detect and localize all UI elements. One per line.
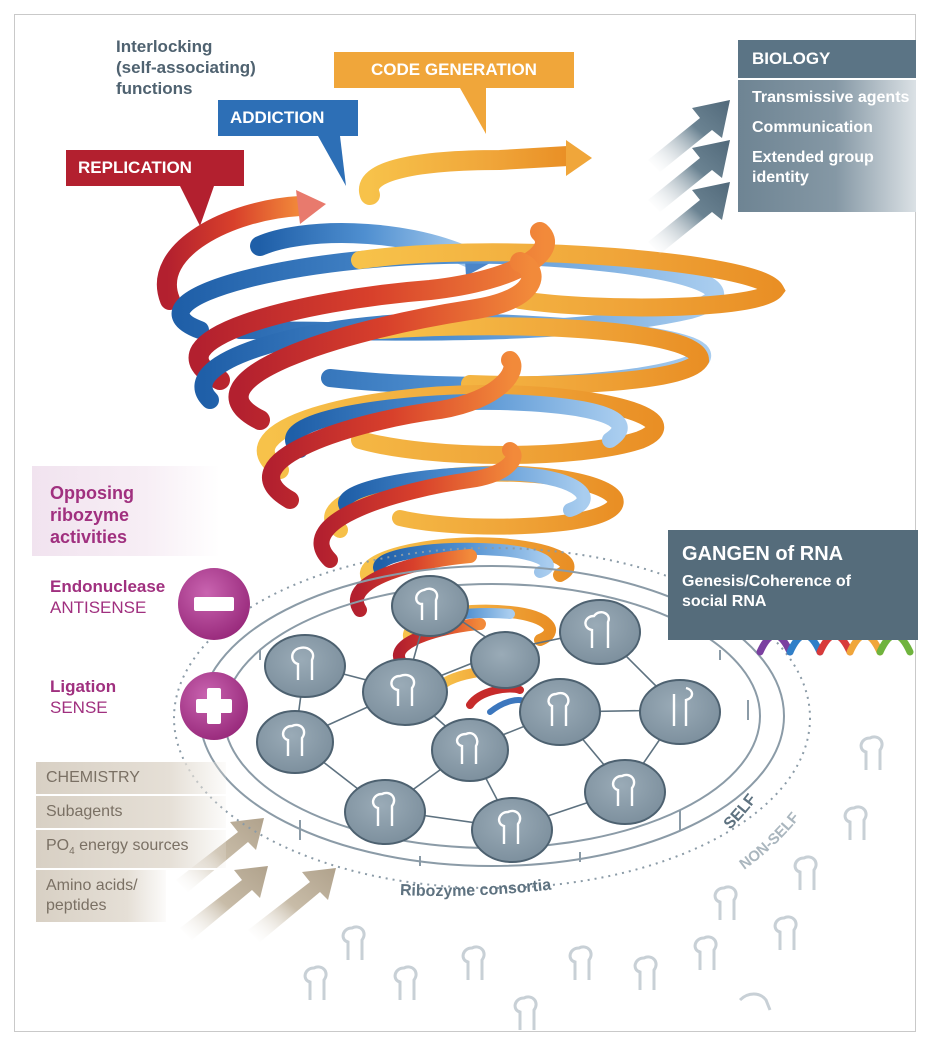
replication-ribbon-top (157, 196, 310, 310)
consortia-outer-dotted-ring (173, 547, 811, 889)
chemistry-item-subagents: Subagents (36, 796, 226, 830)
opposing-activities-heading: Opposing ribozyme activities (32, 466, 220, 556)
non-self-label: NON-SELF (736, 809, 802, 873)
ligation-label: Ligation (50, 677, 117, 696)
ligation-label-group: Ligation SENSE (50, 676, 116, 718)
ribozyme-node (519, 678, 601, 746)
gangen-subtitle: Genesis/Coherence of social RNA (682, 573, 851, 610)
energy-sources-text: energy sources (74, 837, 189, 854)
code-generation-arrowhead (566, 140, 592, 176)
ribozyme-node (391, 575, 469, 637)
replication-tag: REPLICATION (66, 150, 244, 186)
antisense-minus-button (178, 568, 250, 640)
ribozyme-nodes (256, 575, 721, 863)
biology-items: Transmissive agents Communication Extend… (738, 80, 916, 212)
code-generation-ribbon-top (359, 146, 578, 205)
sense-label: SENSE (50, 698, 108, 717)
biology-item-communication: Communication (752, 119, 873, 136)
biology-title: BIOLOGY (738, 40, 916, 80)
sense-plus-button (180, 672, 248, 740)
arrow-from-chemistry-2 (180, 866, 268, 940)
addiction-tag: ADDICTION (218, 100, 358, 136)
addiction-tag-pointer (318, 136, 346, 186)
ribozyme-node (584, 759, 666, 825)
arrow-to-biology-3 (648, 182, 730, 254)
gangen-panel: GANGEN of RNA Genesis/Coherence of socia… (668, 530, 918, 640)
opposing-line-2: ribozyme (50, 505, 130, 525)
intro-line-1: Interlocking (116, 37, 213, 56)
arrow-to-biology-1 (648, 100, 730, 172)
ribozyme-node (559, 599, 641, 665)
ribozyme-node (264, 634, 346, 698)
ribozyme-consortia-disk (173, 547, 811, 889)
arrow-from-chemistry-3 (248, 868, 336, 942)
ribozyme-node (471, 797, 553, 863)
endonuclease-label: Endonuclease (50, 577, 166, 596)
ribozyme-node (431, 718, 509, 782)
replication-tag-pointer (180, 186, 214, 226)
self-label: SELF (721, 791, 760, 833)
opposing-line-1: Opposing (50, 483, 134, 503)
gangen-title: GANGEN of RNA (682, 543, 844, 565)
replication-arrowhead (296, 190, 326, 224)
minus-icon (194, 597, 234, 611)
antisense-label: ANTISENSE (50, 598, 147, 617)
opposing-line-3: activities (50, 527, 128, 547)
ribozyme-node (639, 679, 721, 745)
chemistry-item-po4: PO4 energy sources (36, 830, 226, 871)
biology-item-transmissive: Transmissive agents (752, 89, 910, 106)
chemistry-item-amino-acids: Amino acids/ peptides (36, 870, 166, 925)
code-generation-tag-pointer (460, 88, 486, 134)
code-generation-tag: CODE GENERATION (334, 52, 574, 88)
ribozyme-node (344, 779, 426, 845)
chemistry-panel: CHEMISTRY Subagents PO4 energy sources A… (36, 762, 226, 925)
ribozyme-node (362, 658, 448, 726)
intro-label: Interlocking (self-associating) function… (116, 36, 316, 99)
po-text: PO (46, 837, 70, 854)
intro-line-3: functions (116, 79, 193, 98)
po-subscript: 4 (69, 846, 75, 858)
biology-arrows (648, 100, 730, 254)
plus-icon (207, 688, 221, 724)
ribbon-helix (157, 140, 786, 715)
ribozyme-node (256, 710, 334, 774)
biology-panel: BIOLOGY Transmissive agents Communicatio… (738, 40, 916, 212)
non-self-hairpins (303, 735, 884, 1030)
chemistry-title: CHEMISTRY (36, 762, 226, 796)
ribozyme-node (470, 631, 540, 689)
intro-line-2: (self-associating) (116, 58, 256, 77)
biology-item-group-identity: Extended group identity (752, 149, 874, 186)
ribozyme-hairpin-glyphs (281, 587, 694, 844)
endonuclease-label-group: Endonuclease ANTISENSE (50, 576, 165, 618)
arrow-to-biology-2 (648, 140, 730, 212)
ribozyme-consortia-label: Ribozyme consortia (400, 877, 552, 900)
